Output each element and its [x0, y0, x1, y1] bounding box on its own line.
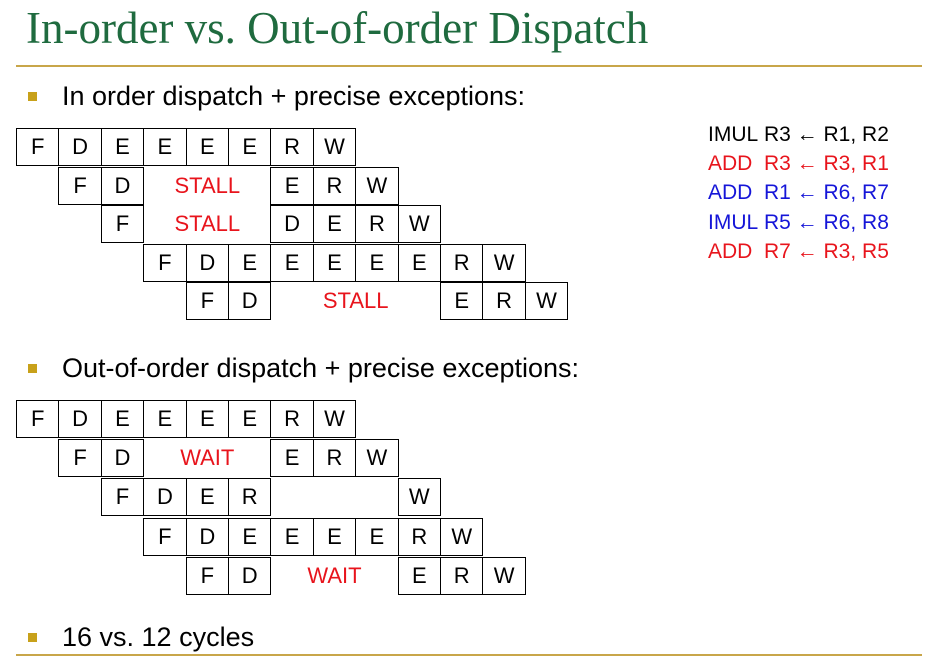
pipeline-stage-cell: D: [143, 478, 187, 517]
bullet-out-of-order-text: Out-of-order dispatch + precise exceptio…: [62, 353, 580, 383]
bullet-summary-text: 16 vs. 12 cycles: [62, 622, 255, 652]
pipeline-stage-cell: E: [228, 243, 272, 282]
bullet-square-icon: [28, 633, 37, 642]
bullet-summary: 16 vs. 12 cycles: [28, 621, 255, 653]
instruction-line: ADD R1 ← R6, R7: [708, 178, 889, 207]
bullet-in-order: In order dispatch + precise exceptions:: [28, 80, 526, 112]
instruction-opcode: ADD: [708, 181, 753, 205]
pipeline-stage-cell: W: [482, 243, 526, 282]
pipeline-stage-cell: F: [100, 478, 145, 517]
pipeline-stage-cell: F: [100, 205, 145, 243]
pipeline-stage-cell: W: [440, 517, 484, 556]
pipeline-stage-cell: E: [440, 282, 484, 320]
empty-slot: [270, 478, 398, 516]
pipeline-stage-cell: E: [143, 400, 187, 438]
pipeline-stage-cell: E: [270, 166, 314, 205]
pipeline-stage-cell: D: [185, 243, 229, 282]
pipeline-stage-cell: F: [58, 439, 102, 478]
pipeline-stage-cell: E: [228, 517, 272, 556]
pipeline-stage-cell: F: [143, 243, 187, 282]
pipeline-stage-cell: R: [312, 439, 357, 478]
stall-label: STALL: [174, 172, 241, 198]
pipeline-stage-cell: E: [185, 128, 229, 166]
stall-label: STALL: [322, 288, 389, 313]
instruction-opcode: ADD: [708, 152, 753, 176]
pipeline-stage-cell: F: [16, 400, 60, 438]
pipeline-stage-cell: D: [228, 282, 272, 320]
instruction-operands: R7 ← R3, R5: [764, 239, 889, 263]
bullet-in-order-text: In order dispatch + precise exceptions:: [62, 81, 526, 111]
pipeline-stage-cell: W: [312, 400, 357, 438]
pipeline-stage-cell: D: [228, 556, 272, 595]
instruction-operands: R3 ← R3, R1: [764, 152, 889, 176]
pipeline-stage-cell: W: [524, 282, 569, 320]
pipeline-stage-cell: W: [355, 166, 399, 205]
pipeline-stage-cell: E: [100, 400, 145, 438]
pipeline-stage-cell: R: [440, 556, 484, 595]
pipeline-stage-cell: E: [228, 400, 272, 438]
pipeline-stage-cell: F: [143, 517, 187, 556]
instruction-line: ADD R3 ← R3, R1: [708, 149, 889, 178]
pipeline-stage-cell: W: [312, 128, 357, 166]
pipeline-stage-cell: E: [185, 478, 229, 517]
pipeline-stage-cell: E: [397, 556, 441, 595]
pipeline-stage-cell: E: [185, 400, 229, 438]
pipeline-stage-cell: W: [355, 439, 399, 478]
pipeline-stage-cell: W: [397, 205, 441, 243]
pipeline-stage-cell: D: [58, 128, 102, 166]
instruction-operands: R5 ← R6, R8: [764, 210, 889, 234]
instruction-opcode: IMUL: [708, 123, 759, 146]
stall-label: WAIT: [307, 562, 362, 588]
pipeline-stage-cell: R: [397, 517, 441, 556]
pipeline-stage-cell: E: [397, 243, 441, 282]
pipeline-stage-cell: F: [185, 556, 229, 595]
pipeline-stage-cell: E: [312, 243, 357, 282]
slide-title: In-order vs. Out-of-order Dispatch: [26, 3, 649, 53]
pipeline-stage-cell: E: [355, 243, 399, 282]
pipeline-stage-cell: R: [355, 205, 399, 243]
stall-label: WAIT: [180, 445, 235, 471]
stall-label: STALL: [174, 211, 241, 236]
bottom-divider: [16, 654, 922, 656]
pipeline-stage-cell: D: [270, 205, 314, 243]
title-divider: [16, 65, 922, 67]
bullet-square-icon: [28, 92, 37, 101]
instruction-line: ADD R7 ← R3, R5: [708, 237, 889, 266]
pipeline-stage-cell: D: [185, 517, 229, 556]
pipeline-stage-cell: D: [100, 166, 145, 205]
pipeline-stage-cell: D: [58, 400, 102, 438]
pipeline-stage-cell: R: [482, 282, 526, 320]
pipeline-stage-cell: R: [440, 243, 484, 282]
pipeline-stage-cell: E: [270, 243, 314, 282]
bullet-out-of-order: Out-of-order dispatch + precise exceptio…: [28, 352, 580, 384]
pipeline-stage-cell: R: [270, 400, 314, 438]
pipeline-stage-cell: W: [482, 556, 526, 595]
pipeline-stage-cell: R: [228, 478, 272, 517]
instruction-opcode: IMUL: [708, 210, 759, 234]
pipeline-stage-cell: E: [228, 128, 272, 166]
pipeline-stage-cell: R: [270, 128, 314, 166]
pipeline-stage-cell: F: [58, 166, 102, 205]
pipeline-stage-cell: E: [270, 439, 314, 478]
pipeline-stage-cell: W: [397, 478, 441, 517]
pipeline-stage-cell: E: [355, 517, 399, 556]
pipeline-stage-cell: E: [143, 128, 187, 166]
pipeline-stage-cell: F: [185, 282, 229, 320]
instruction-operands: R3 ← R1, R2: [764, 123, 889, 146]
instruction-operands: R1 ← R6, R7: [764, 181, 889, 205]
pipeline-stage-cell: D: [100, 439, 145, 478]
pipeline-stage-cell: F: [16, 128, 60, 166]
pipeline-stage-cell: E: [100, 128, 145, 166]
pipeline-stage-cell: E: [312, 517, 357, 556]
pipeline-stage-cell: R: [312, 166, 357, 205]
bullet-square-icon: [28, 364, 37, 373]
pipeline-stage-cell: E: [270, 517, 314, 556]
instruction-opcode: ADD: [708, 239, 753, 263]
pipeline-stage-cell: E: [312, 205, 357, 243]
